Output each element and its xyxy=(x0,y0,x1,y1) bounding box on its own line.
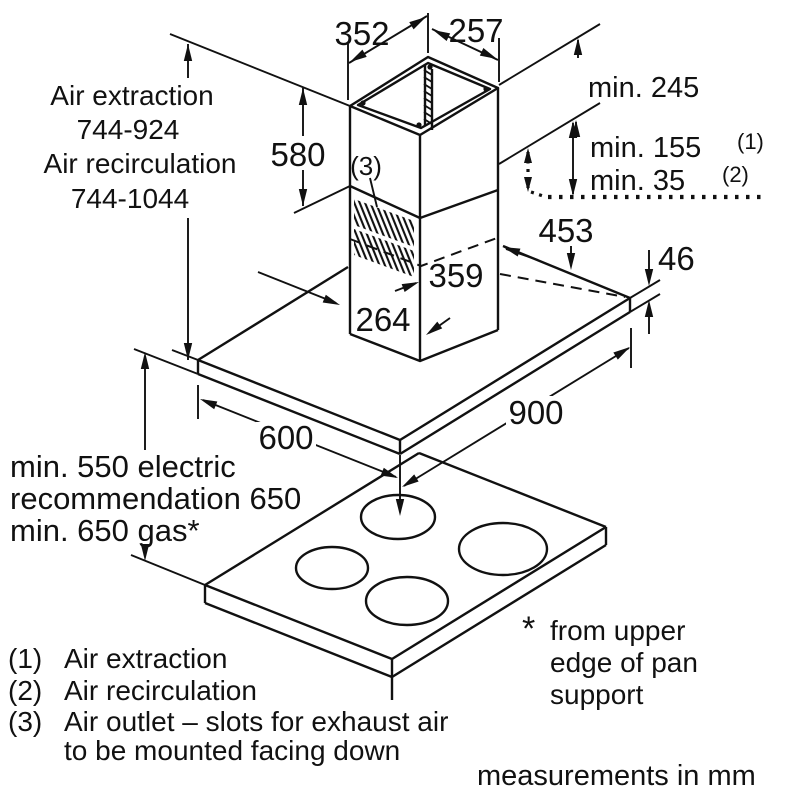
dim-46-label: 46 xyxy=(658,240,695,277)
dim-900-label: 900 xyxy=(508,394,563,431)
legend-item-2: Air recirculation xyxy=(64,675,257,706)
footnote-star: * xyxy=(522,610,535,648)
legend-ref-2: (2) xyxy=(8,675,42,706)
hidden-edge-dashed xyxy=(349,237,498,268)
burner-right xyxy=(457,521,549,577)
ceiling-ref-line xyxy=(498,23,601,86)
canopy xyxy=(196,244,632,456)
dim-min155-ref: (1) xyxy=(737,129,764,154)
legend-item-3b: to be mounted facing down xyxy=(64,735,400,766)
chimney-telescope-seam xyxy=(349,184,499,220)
outlet-callout-leader xyxy=(369,177,378,208)
dim-600-label: 600 xyxy=(258,419,313,456)
legend-ref-1: (1) xyxy=(8,643,42,674)
chimney-bottom-edges xyxy=(349,328,499,363)
burner-back xyxy=(359,493,437,541)
dim-min155-label: min. 155 xyxy=(590,132,701,164)
clearance-line2: recommendation 650 xyxy=(10,481,301,516)
clearance-line3: min. 650 gas* xyxy=(10,513,200,548)
cooktop xyxy=(203,451,608,700)
dim-352-label: 352 xyxy=(334,15,389,52)
air-outlet-slots-row1 xyxy=(354,199,414,247)
dim-257-label: 257 xyxy=(448,12,503,49)
air-extraction-label: Air extraction xyxy=(50,80,213,111)
dim-264-label: 264 xyxy=(355,301,410,338)
dim-580-label: 580 xyxy=(270,136,325,173)
dim-453-label: 453 xyxy=(538,212,593,249)
air-extraction-range: 744-924 xyxy=(77,114,180,145)
burner-left xyxy=(294,545,370,591)
cooktop-back-right-edge xyxy=(418,451,607,529)
canopy-front-right-top xyxy=(399,296,631,442)
legend-ref-3: (3) xyxy=(8,706,42,737)
upper-section-ref-line xyxy=(498,102,601,165)
cooktop-front-right-bottom xyxy=(391,543,607,679)
clearance-line1: min. 550 electric xyxy=(10,449,236,484)
dim-359-label: 359 xyxy=(428,257,483,294)
cooktop-front-left-top xyxy=(204,583,393,661)
canopy-front-right-bottom xyxy=(399,310,631,456)
outlet-callout-label: (3) xyxy=(350,151,382,181)
dim-min35-label: min. 35 xyxy=(590,165,685,197)
canopy-back-left-edge xyxy=(197,265,349,362)
chimney-top-inner-rim xyxy=(356,61,492,130)
legend-item-3: Air outlet – slots for exhaust air xyxy=(64,706,448,737)
footnote-line2: edge of pan xyxy=(550,647,698,678)
air-recirculation-label: Air recirculation xyxy=(44,148,237,179)
air-outlet-slots-row2 xyxy=(354,229,414,277)
burner-front xyxy=(364,575,450,627)
dimension-lines xyxy=(130,13,766,586)
cooktop-front-right-top xyxy=(391,525,607,661)
legend-item-1: Air extraction xyxy=(64,643,227,674)
canopy-front-left-top xyxy=(197,358,401,442)
chimney-duct xyxy=(348,55,500,363)
air-recirculation-range: 744-1044 xyxy=(71,183,189,214)
diagram-labels: Air extraction 744-924 Air recirculation… xyxy=(8,12,764,792)
screw-holes xyxy=(360,64,489,128)
footnote-line1: from upper xyxy=(550,615,685,646)
dim-min245-label: min. 245 xyxy=(588,72,699,104)
footnote-line3: support xyxy=(550,679,644,710)
canopy-front-left-bottom xyxy=(197,372,401,456)
dim-min35-ref: (2) xyxy=(722,162,749,187)
canopy-hidden-edge xyxy=(499,273,626,298)
cooktop-front-left-bottom xyxy=(204,601,393,679)
units-note: measurements in mm xyxy=(477,760,756,792)
mounting-rail-hatch xyxy=(423,69,433,125)
